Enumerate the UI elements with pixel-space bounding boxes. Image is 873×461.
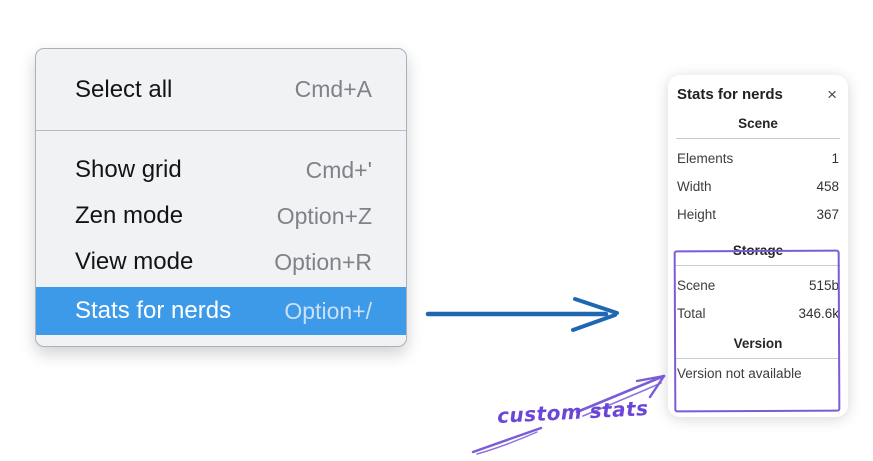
stat-row-elements: Elements 1 [676,144,840,172]
stats-panel-title: Stats for nerds [677,86,783,103]
menu-item-label: View mode [75,248,194,275]
section-heading-version: Version [733,336,783,351]
menu-item-shortcut: Option+/ [284,297,372,324]
menu-item-label: Select all [75,75,173,103]
stat-row-scene-storage: Scene 515b [676,271,840,299]
version-note: Version not available [677,366,802,381]
annotation-label: custom stats [496,396,650,428]
section-divider [676,138,840,139]
menu-divider [36,130,406,131]
stat-row-width: Width 458 [676,172,840,200]
stat-value: 346.6k [798,305,839,321]
menu-item-shortcut: Option+R [274,248,372,275]
stat-row-total-storage: Total 346.6k [676,299,840,327]
stat-row-height: Height 367 [676,200,840,228]
stats-panel: Stats for nerds × Scene Elements 1 Width… [668,75,848,417]
context-menu: Select all Cmd+A Show grid Cmd+' Zen mod… [35,48,407,347]
stat-value: 1 [831,150,839,166]
stat-label: Width [677,178,712,194]
section-divider [676,265,840,266]
stat-label: Elements [677,150,734,166]
close-icon[interactable]: × [827,85,837,104]
menu-item-label: Stats for nerds [75,297,232,324]
stat-label: Total [677,305,706,321]
menu-item-zen-mode[interactable]: Zen mode Option+Z [36,193,406,239]
menu-item-shortcut: Option+Z [276,202,372,229]
stats-panel-header: Stats for nerds × [676,86,840,103]
stat-value: 367 [816,206,839,222]
section-heading-storage: Storage [732,243,784,258]
stat-value: 458 [816,178,839,194]
menu-item-label: Show grid [75,156,182,183]
stat-label: Height [677,206,717,222]
menu-item-stats-for-nerds[interactable]: Stats for nerds Option+/ [36,287,406,335]
section-heading-scene: Scene [738,116,778,131]
stat-label: Scene [677,277,716,293]
menu-item-label: Zen mode [75,202,184,229]
menu-item-shortcut: Cmd+A [294,76,372,102]
menu-item-view-mode[interactable]: View mode Option+R [36,239,406,285]
menu-item-shortcut: Cmd+' [305,156,372,183]
stat-value: 515b [808,277,839,293]
section-divider [676,358,840,359]
menu-item-show-grid[interactable]: Show grid Cmd+' [36,147,406,193]
menu-item-select-all[interactable]: Select all Cmd+A [36,49,406,130]
